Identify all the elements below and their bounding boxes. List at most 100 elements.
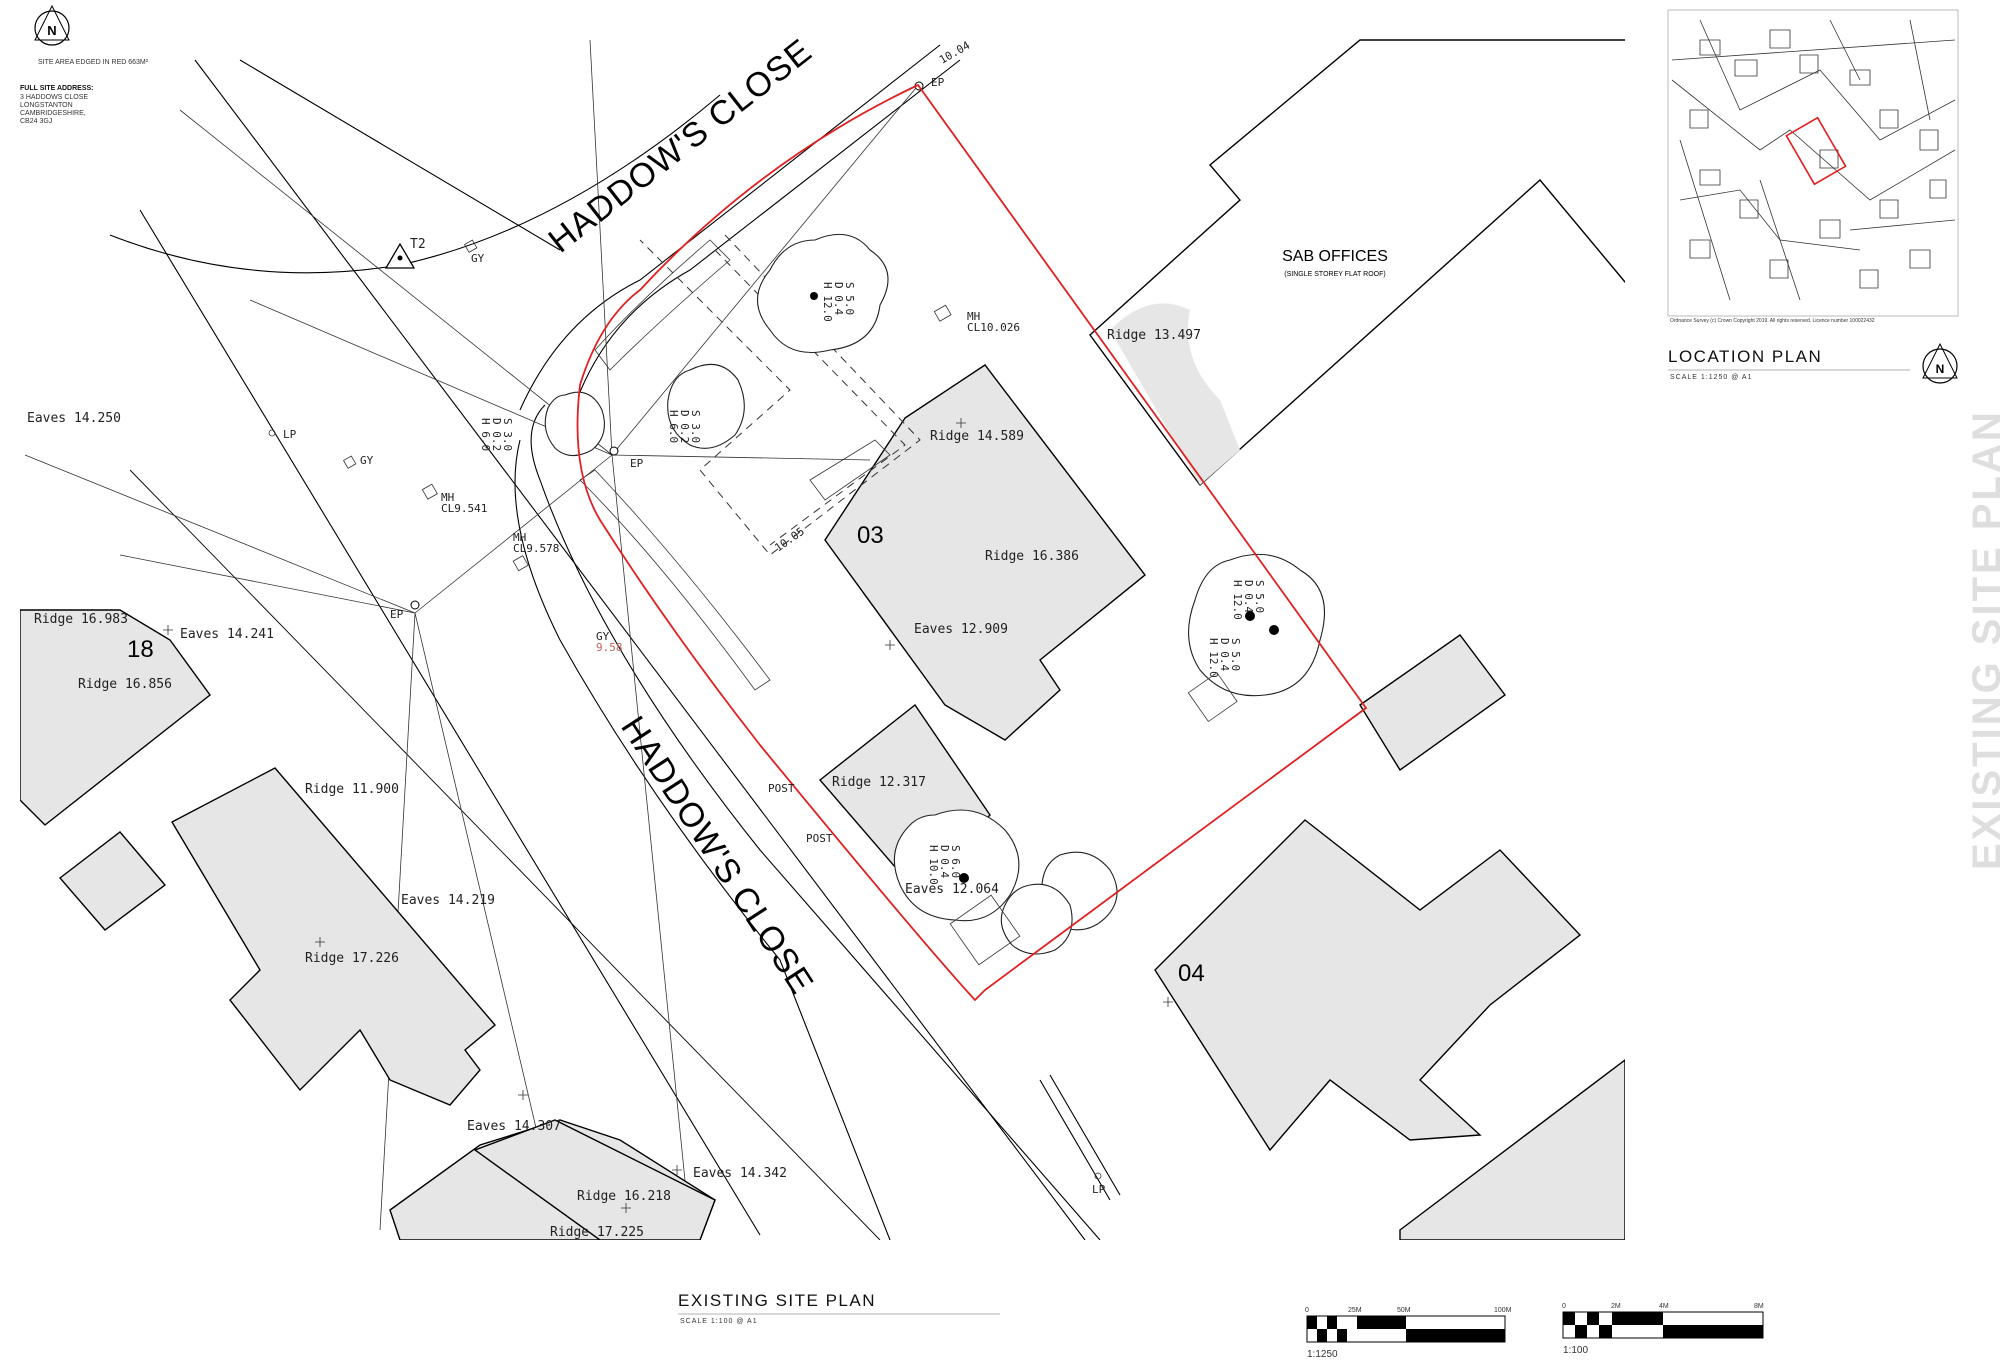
level-label: Ridge 17.226 [305, 951, 399, 966]
mh-label: MH [967, 310, 980, 323]
gully-label: GY [596, 630, 610, 643]
location-plan-copyright: Ordnance Survey (c) Crown Copyright 2019… [1670, 318, 1875, 324]
svg-text:D 0.2: D 0.2 [678, 410, 691, 443]
hedge [579, 469, 771, 691]
tree-spec-d: S 5.0 D 0.4 H 12.0 [1231, 580, 1266, 620]
address-line-3: CAMBRIDGESHIRE, [20, 110, 86, 117]
gully-icon [342, 455, 357, 469]
sab-offices-building [1089, 39, 1625, 487]
road-edge [569, 59, 961, 421]
hedge [594, 239, 731, 371]
lamp-post-icon [1094, 1172, 1102, 1180]
location-plan-map [1671, 19, 1956, 301]
tree-canopy [757, 233, 889, 354]
site-area-note: SITE AREA EDGED IN RED 663M² [38, 59, 149, 66]
road-name-lower: HADDOW'S CLOSE [613, 710, 821, 1001]
svg-text:H 10.0: H 10.0 [927, 845, 940, 885]
kerb-line [1049, 1074, 1121, 1196]
svg-text:S 5.0: S 5.0 [1253, 580, 1266, 613]
building-ridge-17226 [171, 767, 496, 1106]
main-title: EXISTING SITE PLAN [678, 1291, 876, 1310]
svg-text:H 6.0: H 6.0 [479, 418, 492, 451]
north-label: N [47, 23, 56, 38]
svg-text:D 0.4: D 0.4 [1242, 580, 1255, 613]
post-label: POST [806, 832, 833, 845]
gully-level: 9.58 [596, 641, 623, 654]
tree-spec-f: S 6.0 D 0.4 H 10.0 [927, 845, 962, 885]
level-label: Eaves 14.219 [401, 893, 495, 908]
survey-station-dot [397, 255, 403, 261]
building-18 [20, 609, 211, 826]
level-label: Ridge 17.225 [550, 1225, 644, 1240]
north-arrow-icon [1922, 342, 1958, 379]
ep-label: EP [630, 457, 644, 470]
scale-tick: 100M [1494, 1307, 1512, 1314]
manhole-icon [512, 555, 529, 572]
scale-tick: 0 [1562, 1303, 1566, 1310]
building-04 [1154, 819, 1582, 1152]
svg-text:S 5.0: S 5.0 [843, 282, 856, 315]
ep-label: EP [931, 76, 945, 89]
mh-cover-level: CL10.026 [967, 321, 1020, 334]
svg-text:H 12.0: H 12.0 [1231, 580, 1244, 620]
scale-bar-seg [1337, 1329, 1347, 1342]
scale-tick: 50M [1397, 1307, 1411, 1314]
level-label: Ridge 11.900 [305, 782, 399, 797]
location-plan-title: LOCATION PLAN [1668, 347, 1822, 366]
mh-cover-level: CL9.578 [513, 542, 559, 555]
main-title-scale: SCALE 1:100 @ A1 [680, 1318, 758, 1325]
location-plan-frame [1667, 9, 1959, 317]
manhole-icon [933, 304, 952, 322]
scale-bar-label: 1:100 [1563, 1345, 1588, 1356]
neighbour-outbuilding [1359, 634, 1506, 772]
side-title: EXISTING SITE PLAN [1965, 409, 2000, 870]
level-label: Ridge 12.317 [832, 775, 926, 790]
north-circle-icon [34, 10, 70, 46]
building-18-label: 18 [127, 636, 154, 663]
tree-canopy [544, 391, 605, 457]
electricity-pole-icon [410, 600, 420, 610]
level-label: Eaves 14.241 [180, 627, 274, 642]
kerb-line [1039, 1079, 1111, 1201]
scale-bar-seg [1327, 1316, 1337, 1329]
scale-bar-seg [1575, 1325, 1587, 1338]
svg-text:S 3.0: S 3.0 [689, 410, 702, 443]
svg-text:H 12.0: H 12.0 [1207, 638, 1220, 678]
location-plan-site-outline [1785, 116, 1847, 186]
lamp-post-icon [268, 429, 276, 437]
gully-label: GY [471, 252, 485, 265]
tree-canopy [667, 363, 745, 449]
north-arrow-main: N [34, 4, 70, 46]
level-1005: 10.05 [772, 525, 807, 555]
svg-text:D 0.4: D 0.4 [1218, 638, 1231, 671]
road-edge [129, 469, 881, 1240]
scale-bar-1250: 0 25M 50M 100M 1:1250 [1305, 1307, 1512, 1360]
level-label: Ridge 16.856 [78, 677, 172, 692]
level-label: Eaves 12.064 [905, 882, 999, 897]
level-label: Ridge 16.983 [34, 612, 128, 627]
electricity-pole-icon [609, 446, 619, 456]
scale-bar-seg [1587, 1312, 1599, 1325]
level-label: Ridge 16.386 [985, 549, 1079, 564]
scale-bar-seg [1406, 1329, 1505, 1342]
road-name-upper: HADDOW'S CLOSE [542, 32, 820, 261]
address-heading: FULL SITE ADDRESS: [20, 85, 94, 92]
tree-trunk-icon [1269, 625, 1279, 635]
location-plan-scale: SCALE 1:1250 @ A1 [1670, 374, 1752, 381]
building-03-label: 03 [857, 522, 884, 549]
gully-label: GY [360, 454, 374, 467]
north-circle-icon [1922, 348, 1958, 384]
road-edge [194, 59, 1086, 1240]
building-18-shed [58, 831, 167, 931]
svg-text:H 6.0: H 6.0 [667, 410, 680, 443]
svg-text:D 0.2: D 0.2 [490, 418, 503, 451]
mh-label: MH [513, 531, 526, 544]
tree-pit [949, 894, 1021, 966]
tree-spec-a: S 5.0 D 0.4 H 12.0 [821, 282, 856, 322]
road-edge [514, 439, 891, 1240]
lp-label: LP [283, 428, 297, 441]
main-title-block: EXISTING SITE PLAN SCALE 1:100 @ A1 [678, 1291, 1000, 1325]
post-label: POST [768, 782, 795, 795]
level-label: Eaves 14.250 [27, 411, 121, 426]
manhole-icon [421, 483, 438, 500]
